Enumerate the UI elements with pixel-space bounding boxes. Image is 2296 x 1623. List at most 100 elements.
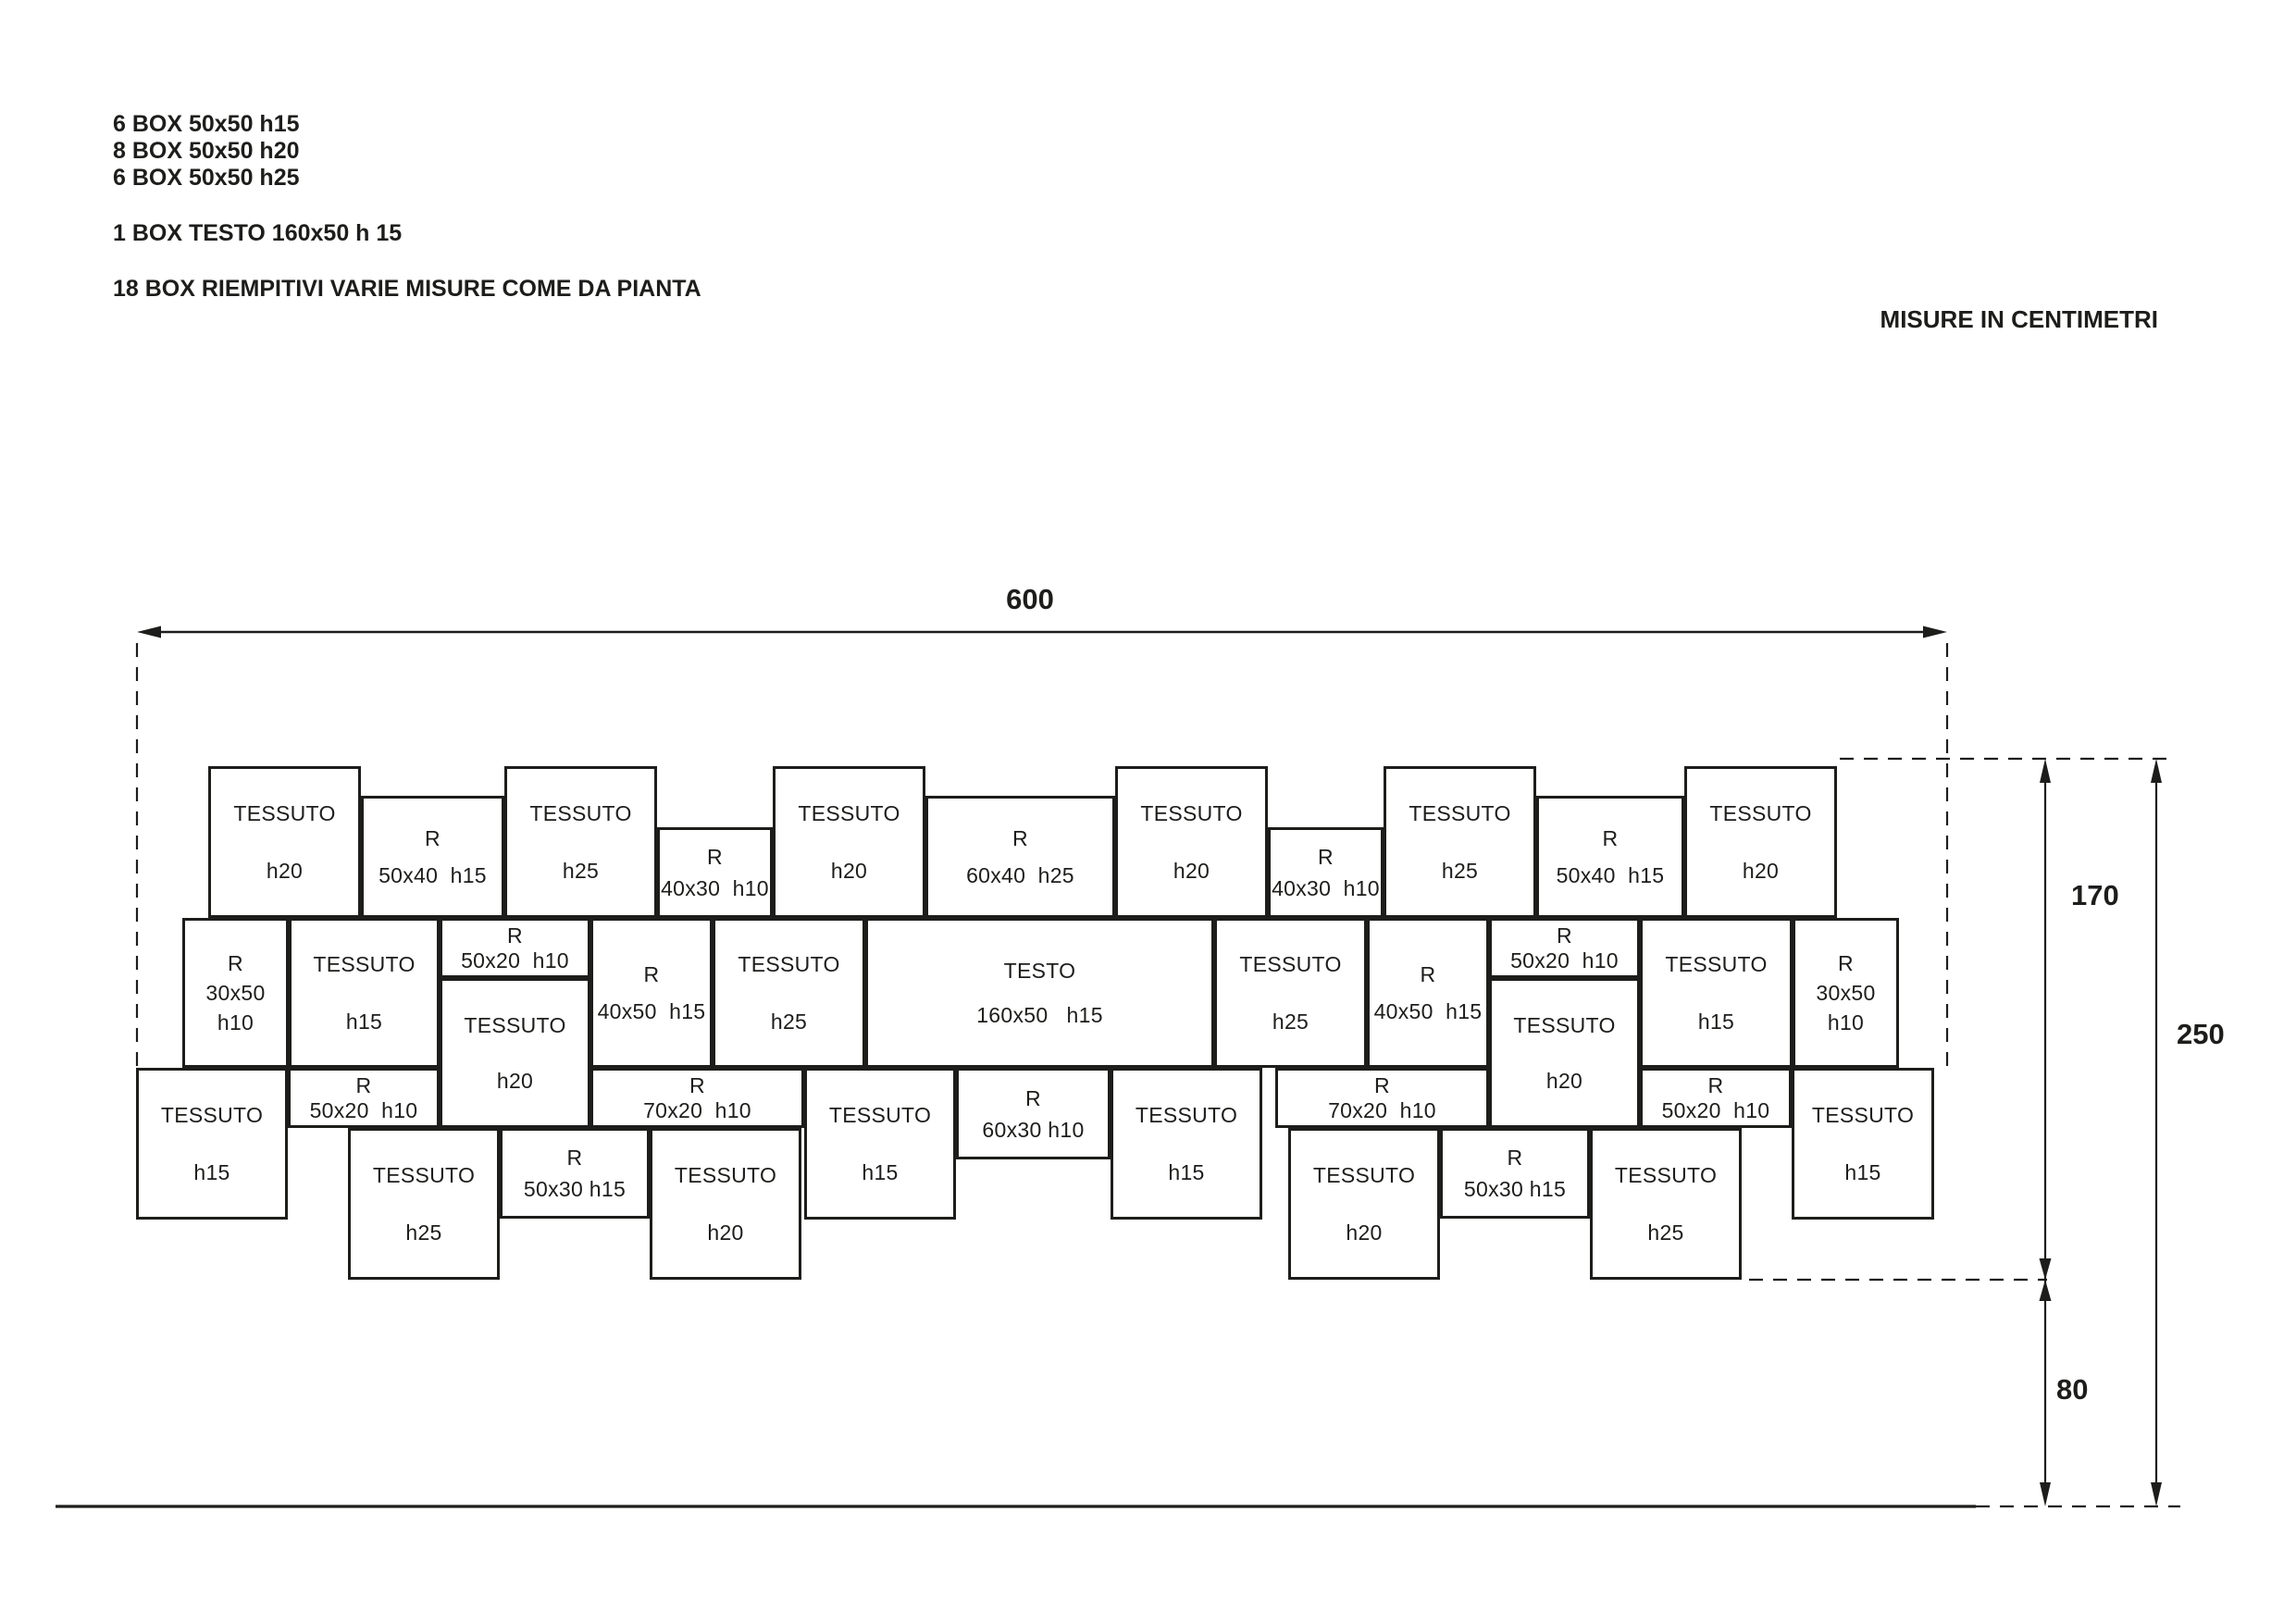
box-label: 40x30 h10 <box>1272 876 1380 900</box>
legend-line: 6 BOX 50x50 h25 <box>113 165 300 191</box>
box-label: 70x20 h10 <box>1328 1098 1436 1122</box>
legend-line: 1 BOX TESTO 160x50 h 15 <box>113 220 403 246</box>
box-label: 40x50 h15 <box>597 999 706 1023</box>
box-label: R <box>1557 923 1572 948</box>
box-tessuto-h20: TESSUTO h20 <box>773 766 925 918</box>
arrow-down-icon <box>2039 1258 2052 1280</box>
box-label: h15 <box>1844 1160 1881 1184</box>
dim-line-170-80 <box>2039 759 2052 1506</box>
box-label: TESSUTO <box>1140 801 1243 825</box>
box-r-50x30-h15: R 50x30 h15 <box>500 1128 650 1219</box>
box-r-40x30-h10: R 40x30 h10 <box>1268 827 1384 918</box>
box-label: 50x30 h15 <box>523 1177 627 1201</box>
box-label: TESSUTO <box>798 801 900 825</box>
box-label: h25 <box>1272 1010 1309 1034</box>
box-label: 50x40 h15 <box>1556 863 1665 887</box>
box-label: TESSUTO <box>828 1103 932 1127</box>
box-tessuto-h15: TESSUTO h15 <box>1792 1068 1934 1220</box>
box-tessuto-h20: TESSUTO h20 <box>650 1128 801 1280</box>
box-label: 60x40 h25 <box>966 863 1074 887</box>
units-note: MISURE IN CENTIMETRI <box>1880 305 2158 333</box>
box-label: h25 <box>405 1220 442 1245</box>
dim-label-total-width: 600 <box>1006 583 1054 615</box>
box-label: h15 <box>1697 1010 1735 1034</box>
box-label: h20 <box>830 859 868 883</box>
arrow-up-icon <box>2040 759 2051 783</box>
legend-line: 8 BOX 50x50 h20 <box>113 138 300 164</box>
box-label: TESSUTO <box>1811 1103 1915 1127</box>
box-label: h15 <box>862 1160 899 1184</box>
box-tessuto-h15: TESSUTO h15 <box>804 1068 956 1220</box>
box-label: h20 <box>1173 859 1210 883</box>
box-label: h25 <box>770 1010 808 1034</box>
box-label: TESSUTO <box>529 801 632 825</box>
box-tessuto-h25: TESSUTO h25 <box>1214 918 1367 1068</box>
box-label: 40x30 h10 <box>661 876 769 900</box>
dim-label-total-height: 250 <box>2177 1018 2225 1050</box>
box-label: TESSUTO <box>372 1163 476 1187</box>
box-tessuto-h20: TESSUTO h20 <box>1489 978 1640 1128</box>
box-tessuto-h20: TESSUTO h20 <box>1115 766 1268 918</box>
box-label: TESSUTO <box>160 1103 264 1127</box>
box-label: 60x30 h10 <box>982 1117 1085 1142</box>
box-label: h10 <box>217 1010 254 1035</box>
box-label: R <box>566 1146 583 1170</box>
box-tessuto-h25: TESSUTO h25 <box>1590 1128 1742 1280</box>
box-label: h20 <box>707 1220 744 1245</box>
box-label: R <box>1707 1073 1724 1097</box>
box-label: R <box>1374 1073 1390 1097</box>
box-label: h15 <box>1168 1160 1205 1184</box>
box-label: R <box>1025 1085 1041 1110</box>
box-label: TESSUTO <box>1239 952 1342 976</box>
box-label: R <box>689 1073 705 1097</box>
box-label: R <box>355 1073 372 1097</box>
box-label: h20 <box>496 1069 534 1093</box>
box-label: TESSUTO <box>738 952 840 976</box>
box-label: h20 <box>1742 859 1780 883</box>
box-label: R <box>1602 826 1619 850</box>
box-r-40x50-h15: R 40x50 h15 <box>590 918 713 1068</box>
box-label: TESSUTO <box>1513 1013 1616 1037</box>
box-label: R <box>643 962 660 986</box>
box-label: TESSUTO <box>1312 1163 1416 1187</box>
box-label: h25 <box>1647 1220 1684 1245</box>
box-label: R <box>1012 826 1028 850</box>
box-label: TESSUTO <box>1665 952 1768 976</box>
box-tessuto-h25: TESSUTO h25 <box>348 1128 500 1280</box>
box-r-50x40-h15: R 50x40 h15 <box>1536 796 1684 918</box>
box-label: TESSUTO <box>1614 1163 1718 1187</box>
box-r-60x40-h25: R 60x40 h25 <box>925 796 1115 918</box>
arrow-up-icon <box>2151 759 2162 783</box>
box-label: h20 <box>1346 1220 1383 1245</box>
box-label: R <box>228 951 243 975</box>
box-label: TESSUTO <box>1409 801 1511 825</box>
box-label: 50x20 h10 <box>1510 948 1619 973</box>
legend-line: 18 BOX RIEMPITIVI VARIE MISURE COME DA P… <box>113 276 701 302</box>
box-label: TESSUTO <box>674 1163 777 1187</box>
box-label: R <box>1318 845 1334 869</box>
box-label: TESSUTO <box>233 801 336 825</box>
legend-line: 6 BOX 50x50 h15 <box>113 111 300 137</box>
dim-line-250 <box>2151 759 2162 1506</box>
box-label: TESSUTO <box>1135 1103 1238 1127</box>
box-label: 30x50 <box>205 981 266 1005</box>
box-tessuto-h15: TESSUTO h15 <box>1640 918 1793 1068</box>
box-tessuto-h20: TESSUTO h20 <box>1288 1128 1440 1280</box>
box-label: R <box>507 923 523 948</box>
box-label: R <box>425 826 441 850</box>
box-label: h20 <box>1545 1069 1583 1093</box>
box-label: h10 <box>1827 1010 1865 1035</box>
